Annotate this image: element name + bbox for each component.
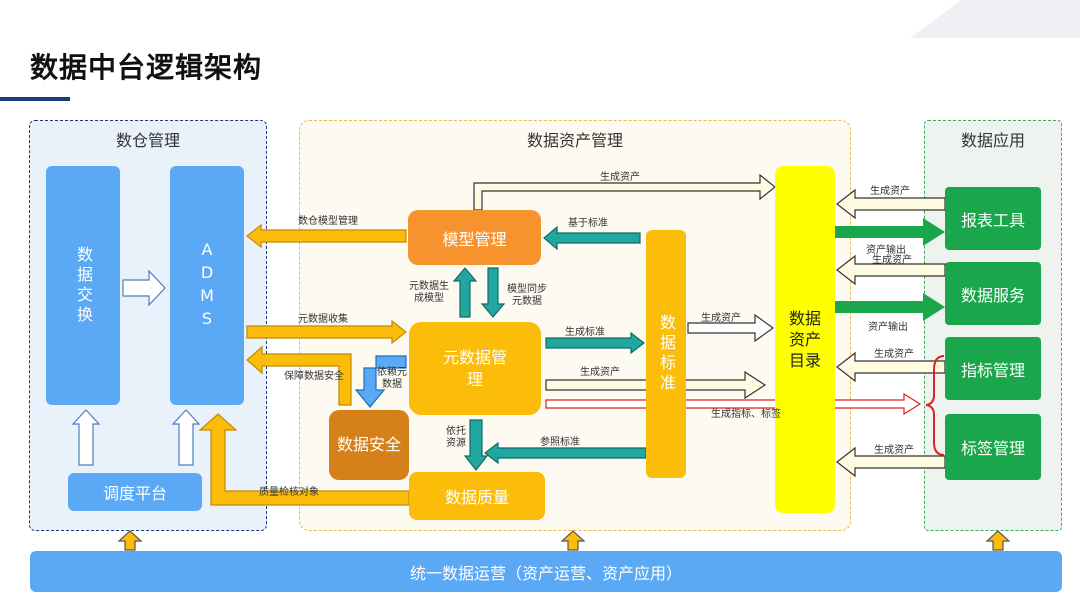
scheduler-box[interactable]: 调度平台 <box>68 473 202 511</box>
security-label: 数据安全 <box>336 435 401 454</box>
app-gen-asset-arrow-4 <box>836 446 946 478</box>
metadata-management-box[interactable]: 元数据管理 <box>409 322 541 415</box>
tag-management-box[interactable]: 标签管理 <box>945 414 1041 480</box>
model-sync-arrow <box>480 267 506 318</box>
meta-collect-arrow <box>246 319 407 345</box>
app-gen-asset-arrow-1 <box>836 188 946 220</box>
wh-model-arrow <box>246 223 407 249</box>
red-brace <box>925 355 945 456</box>
exchange-to-adms-arrow <box>122 269 166 307</box>
label-meta-gen-model: 元数据生成模型 <box>409 281 449 304</box>
title-underline <box>0 97 70 101</box>
based-std-arrow <box>543 225 641 251</box>
label-gen-asset-meta: 生成资产 <box>580 367 620 378</box>
asset-output-arrow-2 <box>832 293 945 321</box>
data-standard-box[interactable]: 数据标准 <box>646 230 686 478</box>
data-quality-box[interactable]: 数据质量 <box>409 472 545 520</box>
label-based-std: 基于标准 <box>568 218 608 229</box>
operation-up-arrow-1 <box>117 530 143 551</box>
label-app-gen4: 生成资产 <box>874 445 914 456</box>
app-gen-asset-arrow-3 <box>836 351 946 383</box>
gen-asset-std-arrow <box>687 313 775 343</box>
scheduler-up-arrow-1 <box>71 409 101 466</box>
label-app-gen1: 生成资产 <box>870 186 910 197</box>
adms-box[interactable]: ADMS <box>170 166 244 405</box>
ref-std-arrow <box>484 441 647 465</box>
label-rely-resource: 依托资源 <box>446 426 466 449</box>
asset-catalog-box[interactable]: 数据资产目录 <box>775 166 835 513</box>
panel-app-title: 数据应用 <box>960 131 1025 150</box>
label-app-gen2: 生成资产 <box>872 255 912 266</box>
label-ref-std: 参照标准 <box>540 437 580 448</box>
app-gen-asset-arrow-2 <box>836 254 946 286</box>
gen-ind-tag-arrow <box>545 392 922 416</box>
label-wh-model: 数仓模型管理 <box>298 216 358 227</box>
operation-up-arrow-2 <box>560 530 586 551</box>
label-app-out1: 资产输出 <box>866 245 906 256</box>
report-tool-box[interactable]: 报表工具 <box>945 187 1041 250</box>
data-exchange-box[interactable]: 数据交换 <box>46 166 120 405</box>
label-sec-guard: 保障数据安全 <box>284 371 344 382</box>
gen-std-arrow <box>545 331 645 355</box>
catalog-label: 数据资产目录 <box>788 309 821 370</box>
quality-check-arrow <box>198 413 410 506</box>
label-gen-asset-top: 生成资产 <box>600 172 640 183</box>
label-depend-meta: 依赖元数据 <box>377 367 407 390</box>
label-app-out2: 资产输出 <box>868 322 908 333</box>
label-quality-check: 质量检核对象 <box>259 487 319 498</box>
scheduler-up-arrow-2 <box>171 409 201 466</box>
model-management-box[interactable]: 模型管理 <box>408 210 541 265</box>
label-model-sync: 模型同步元数据 <box>507 284 547 307</box>
metadata-label: 元数据管理 <box>442 347 507 389</box>
rely-resource-arrow <box>463 419 489 471</box>
label-gen-ind-tag: 生成指标、标签 <box>711 409 781 420</box>
asset-output-arrow-1 <box>832 218 945 246</box>
gen-asset-top-arrow <box>473 173 776 211</box>
sec-guard-arrow <box>246 345 352 406</box>
label-gen-std: 生成标准 <box>565 327 605 338</box>
meta-gen-model-arrow <box>452 267 478 318</box>
unified-operation-bar[interactable]: 统一数据运营（资产运营、资产应用） <box>30 551 1062 592</box>
panel-warehouse-title: 数仓管理 <box>115 131 180 150</box>
page-title: 数据中台逻辑架构 <box>30 51 263 84</box>
label-gen-asset-std: 生成资产 <box>701 313 741 324</box>
data-service-box[interactable]: 数据服务 <box>945 262 1041 325</box>
label-meta-collect: 元数据收集 <box>298 314 348 325</box>
label-app-gen3: 生成资产 <box>874 349 914 360</box>
operation-up-arrow-3 <box>985 530 1011 551</box>
depend-meta-arrow <box>354 355 407 408</box>
indicator-management-box[interactable]: 指标管理 <box>945 337 1041 400</box>
panel-asset-title: 数据资产管理 <box>526 131 623 150</box>
data-security-box[interactable]: 数据安全 <box>329 410 409 480</box>
